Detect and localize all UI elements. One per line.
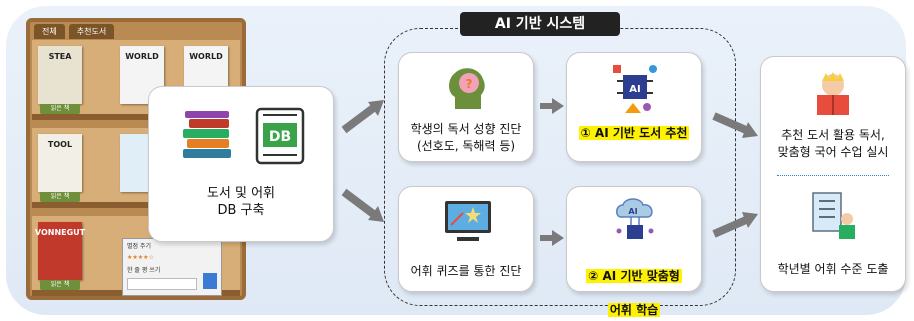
ai-chip-icon: AI: [613, 65, 657, 113]
book[interactable]: VONNEGUT: [35, 222, 85, 280]
shelf-tabs: 전체 추천도서: [34, 24, 115, 39]
divider: [777, 175, 889, 176]
book-label: 읽은 책: [40, 280, 80, 290]
books-icon: [183, 111, 231, 158]
ai-vocab-learning-card: AI ② AI 기반 맞춤형 어휘 학습: [566, 186, 702, 317]
arrow-right-up: [712, 212, 758, 238]
ai-book-recommend-label: ① AI 기반 도서 추천: [578, 126, 690, 140]
svg-text:AI: AI: [628, 207, 637, 216]
ai-vocab-learning-text: ② AI 기반 맞춤형 어휘 학습: [567, 251, 701, 319]
ai-book-recommend-card: AI ① AI 기반 도서 추천: [566, 52, 702, 162]
arrow-right: [540, 230, 564, 246]
shelf-tab[interactable]: 추천도서: [68, 24, 115, 39]
quiz-diagnosis-card: 어휘 퀴즈를 통한 진단: [398, 186, 534, 292]
db-construction-card: DB 도서 및 어휘 DB 구축: [148, 86, 334, 242]
result-card: 추천 도서 활용 독서, 맞춤형 국어 수업 실시 학년별 어휘 수준 도출: [760, 56, 906, 292]
result-top-text: 추천 도서 활용 독서, 맞춤형 국어 수업 실시: [777, 128, 889, 159]
book-label: 읽은 책: [40, 104, 80, 114]
db-label: DB: [269, 129, 291, 145]
star-rating[interactable]: ★★★★☆: [127, 254, 154, 261]
shelf-tab[interactable]: 전체: [34, 24, 65, 39]
arrow-right-down: [712, 112, 758, 138]
ai-system-title: AI 기반 시스템: [460, 12, 620, 36]
ai-vocab-learning-line1: ② AI 기반 맞춤형: [586, 269, 682, 283]
submit-button[interactable]: [203, 273, 217, 289]
arrow-down-right: [341, 188, 384, 222]
rating-panel: 별점 주기 ★★★★☆ 한 줄 평 쓰기: [122, 238, 222, 296]
svg-text:?: ?: [466, 77, 473, 91]
db-text: 도서 및 어휘 DB 구축: [206, 186, 276, 218]
quiz-diagnosis-text: 어휘 퀴즈를 통한 진단: [410, 264, 522, 278]
review-input[interactable]: [127, 278, 197, 290]
result-bottom-text: 학년별 어휘 수준 도출: [777, 262, 889, 276]
review-label: 한 줄 평 쓰기: [127, 267, 161, 274]
brain-icon: ?: [449, 68, 485, 109]
arrow-up-right: [341, 100, 384, 134]
book[interactable]: STEA: [38, 46, 82, 104]
book[interactable]: TOOL: [38, 134, 82, 192]
rating-label: 별점 주기: [127, 243, 151, 250]
ai-vocab-learning-line2: 어휘 학습: [607, 303, 661, 317]
svg-text:AI: AI: [629, 84, 640, 95]
book-label: 읽은 책: [40, 192, 80, 202]
reading-child-icon: [817, 72, 849, 115]
database-icon: DB: [255, 107, 305, 165]
reading-diagnosis-text: 학생의 독서 성향 진단 (선호도, 독해력 등): [410, 122, 522, 153]
checklist-person-icon: [812, 192, 855, 239]
arrow-right: [540, 98, 564, 114]
ai-book-recommend-text: ① AI 기반 도서 추천: [567, 125, 701, 142]
ai-circuit-icon: AI: [616, 198, 654, 239]
reading-diagnosis-card: ? 학생의 독서 성향 진단 (선호도, 독해력 등): [398, 52, 534, 162]
monitor-star-icon: [445, 201, 491, 241]
